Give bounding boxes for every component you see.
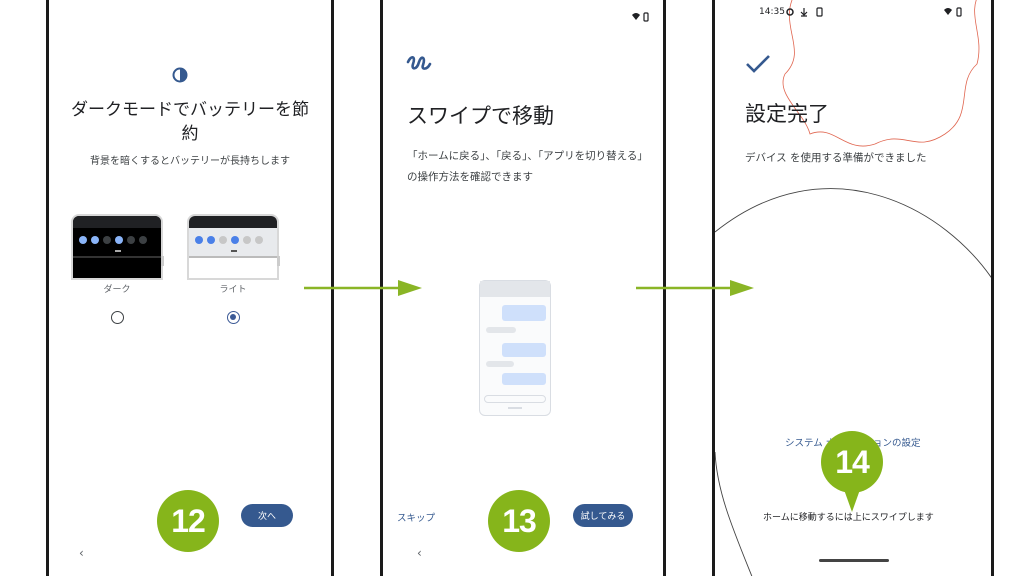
page-title: ダークモードでバッテリーを節約 — [71, 100, 309, 144]
wifi-icon — [944, 8, 952, 15]
back-nav-icon[interactable]: ‹ — [79, 546, 84, 560]
swipe-squiggle-icon — [406, 56, 432, 70]
dark-option-label: ダーク — [103, 285, 131, 295]
battery-icon — [643, 12, 649, 22]
status-time: 14:35 — [759, 7, 785, 17]
status-icons — [632, 12, 649, 22]
light-theme-preview[interactable] — [187, 214, 279, 280]
contrast-icon — [172, 67, 188, 83]
flow-arrow-1 — [304, 280, 422, 296]
swipe-home-hint: ホームに移動するには上にスワイプします — [763, 513, 934, 523]
preview-dots — [195, 236, 263, 244]
dark-radio[interactable] — [111, 311, 124, 324]
skip-link[interactable]: スキップ — [397, 513, 436, 524]
wifi-icon — [632, 13, 640, 20]
dark-theme-preview[interactable] — [71, 214, 163, 280]
flow-arrow-2 — [636, 280, 754, 296]
settings-gear-icon — [786, 8, 794, 16]
step-badge-12: 12 — [157, 490, 219, 552]
preview-dots — [79, 236, 147, 244]
battery-icon — [816, 7, 823, 17]
next-button[interactable]: 次へ — [241, 504, 293, 527]
light-radio-selected[interactable] — [227, 311, 240, 324]
step-badge-13: 13 — [488, 490, 550, 552]
page-subtitle: 背景を暗くするとバッテリーが長持ちします — [90, 156, 290, 167]
download-icon — [800, 8, 808, 17]
decorative-curves — [715, 0, 991, 576]
phone-dark-mode-screen: ダークモードでバッテリーを節約 背景を暗くするとバッテリーが長持ちします ダーク… — [46, 0, 334, 576]
phone-illustration — [479, 280, 551, 416]
home-gesture-bar[interactable] — [819, 559, 889, 562]
page-title: スワイプで移動 — [407, 104, 554, 128]
status-right-icons — [944, 7, 962, 17]
page-description: 「ホームに戻る」、「戻る」、「アプリを切り替える」の操作方法を確認できます — [407, 150, 643, 183]
page-description: デバイス を使用する準備ができました — [745, 152, 927, 164]
back-nav-icon[interactable]: ‹ — [417, 546, 422, 560]
status-left-icons — [786, 7, 823, 17]
step-badge-14: 14 — [835, 443, 870, 480]
page-title: 設定完了 — [745, 102, 829, 126]
battery-icon — [956, 7, 962, 17]
try-it-button[interactable]: 試してみる — [573, 504, 633, 527]
checkmark-icon — [746, 55, 770, 73]
light-option-label: ライト — [219, 285, 247, 295]
